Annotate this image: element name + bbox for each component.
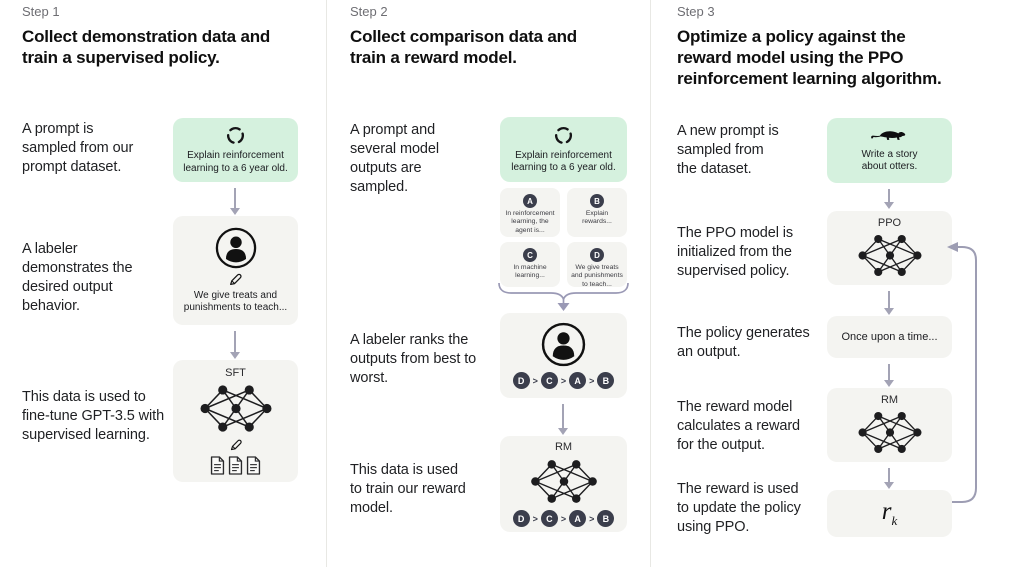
column-divider-1 <box>326 0 327 567</box>
pencil-icon <box>229 438 243 452</box>
step3-rm-model-box: RM <box>827 388 952 462</box>
sample-box-a: A In reinforcement learning, the agent i… <box>500 188 560 237</box>
step1-sft-model-box: SFT <box>173 360 298 482</box>
step2-caption-sampled: A prompt and several model outputs are s… <box>350 122 439 195</box>
arrow-down-icon <box>558 404 568 435</box>
rm-model-label: RM <box>880 394 899 406</box>
step1-labeler-box-text: We give treats and punishments to teach.… <box>183 289 288 314</box>
reward-symbol: rk <box>881 498 898 528</box>
sample-text-c: In machine learning... <box>513 264 547 280</box>
step1-prompt-box-text: Explain reinforcement learning to a 6 ye… <box>183 150 288 174</box>
step1-prompt-box: Explain reinforcement learning to a 6 ye… <box>173 118 298 182</box>
step2-caption-ranks: A labeler ranks the outputs from best to… <box>350 332 477 386</box>
sft-model-label: SFT <box>225 366 246 379</box>
step3-reward-box: rk <box>827 490 952 537</box>
step2-heading: Collect comparison data and train a rewa… <box>350 27 577 67</box>
rank-separator: > <box>560 375 567 386</box>
neural-network-icon <box>855 409 925 456</box>
step1-heading: Collect demonstration data and train a s… <box>22 27 271 67</box>
step2-rm-model-box: RM D > C > A > B <box>500 436 627 532</box>
documents-row <box>209 455 262 476</box>
step2-label: Step 2 <box>350 4 388 19</box>
rank-separator: > <box>589 513 595 524</box>
rank-separator: > <box>560 513 567 524</box>
step3-caption-init: The PPO model is initialized from the su… <box>677 225 794 279</box>
step3-prompt-box-text: Write a story about otters. <box>861 148 918 173</box>
sample-box-d: D We give treats and punishments to teac… <box>567 242 627 288</box>
step1-label: Step 1 <box>22 4 60 19</box>
step3-prompt-box: Write a story about otters. <box>827 118 952 183</box>
rank-chip: A <box>569 510 587 527</box>
sample-box-c: C In machine learning... <box>500 242 560 287</box>
step3-output-text: Once upon a time... <box>841 330 938 343</box>
rank-separator: > <box>589 375 595 386</box>
arrow-down-icon <box>884 468 894 489</box>
sample-chip-d: D <box>590 248 604 262</box>
sample-text-d: We give treats and punishments to teach.… <box>571 264 623 288</box>
cycle-icon <box>553 125 574 146</box>
step2-caption-train: This data is used to train our reward mo… <box>350 462 466 516</box>
document-icon <box>227 455 244 476</box>
step3-heading: Optimize a policy against the reward mod… <box>677 27 942 88</box>
neural-network-icon <box>527 457 601 506</box>
rank-chip: A <box>569 372 587 389</box>
arrow-down-icon <box>884 189 894 209</box>
sample-text-a: In reinforcement learning, the agent is.… <box>505 210 555 234</box>
sample-chip-a: A <box>523 194 537 208</box>
sample-chip-c: C <box>523 248 537 262</box>
ranking-row: D > C > A > B <box>512 372 615 389</box>
rank-separator: > <box>532 513 538 524</box>
step2-labeler-box: D > C > A > B <box>500 313 627 398</box>
labeler-icon <box>541 322 586 367</box>
step1-caption-labeler: A labeler demonstrates the desired outpu… <box>22 241 133 314</box>
ppo-model-label: PPO <box>877 217 902 229</box>
step2-prompt-box-text: Explain reinforcement learning to a 6 ye… <box>511 149 616 174</box>
arrow-down-icon <box>230 188 240 215</box>
sample-box-b: B Explain rewards... <box>567 188 627 237</box>
neural-network-icon <box>198 382 274 435</box>
step3-caption-output: The policy generates an output. <box>677 325 810 360</box>
neural-network-icon <box>855 232 925 279</box>
brace-converge-arrow-icon <box>498 282 629 311</box>
rank-separator: > <box>532 375 538 386</box>
column-divider-2 <box>650 0 651 567</box>
arrow-down-icon <box>884 291 894 315</box>
step3-output-box: Once upon a time... <box>827 316 952 358</box>
document-icon <box>245 455 262 476</box>
step2-prompt-box: Explain reinforcement learning to a 6 ye… <box>500 117 627 182</box>
rank-chip: B <box>597 510 615 527</box>
otter-icon <box>870 128 910 145</box>
arrow-down-icon <box>230 331 240 359</box>
step1-caption-prompt: A prompt is sampled from our prompt data… <box>22 121 134 175</box>
sample-text-b: Explain rewards... <box>582 210 612 226</box>
step3-caption-update: The reward is used to update the policy … <box>677 481 801 535</box>
step3-caption-reward: The reward model calculates a reward for… <box>677 399 801 453</box>
labeler-icon <box>215 227 257 269</box>
cycle-icon <box>225 125 246 146</box>
step3-ppo-model-box: PPO <box>827 211 952 285</box>
rank-chip: D <box>512 372 530 389</box>
step3-caption-prompt: A new prompt is sampled from the dataset… <box>677 123 779 177</box>
step1-caption-finetune: This data is used to fine-tune GPT-3.5 w… <box>22 389 165 443</box>
rank-chip: C <box>540 372 558 389</box>
sample-chip-b: B <box>590 194 604 208</box>
step3-label: Step 3 <box>677 4 715 19</box>
rank-chip: B <box>597 372 615 389</box>
feedback-loop-arrow-icon <box>947 242 977 503</box>
arrow-down-icon <box>884 364 894 387</box>
document-icon <box>209 455 226 476</box>
rank-chip: C <box>540 510 558 527</box>
pencil-icon <box>228 272 243 287</box>
rm-model-label: RM <box>554 441 573 453</box>
step1-labeler-box: We give treats and punishments to teach.… <box>173 216 298 325</box>
ranking-row: D > C > A > B <box>512 510 615 527</box>
rank-chip: D <box>512 510 530 527</box>
